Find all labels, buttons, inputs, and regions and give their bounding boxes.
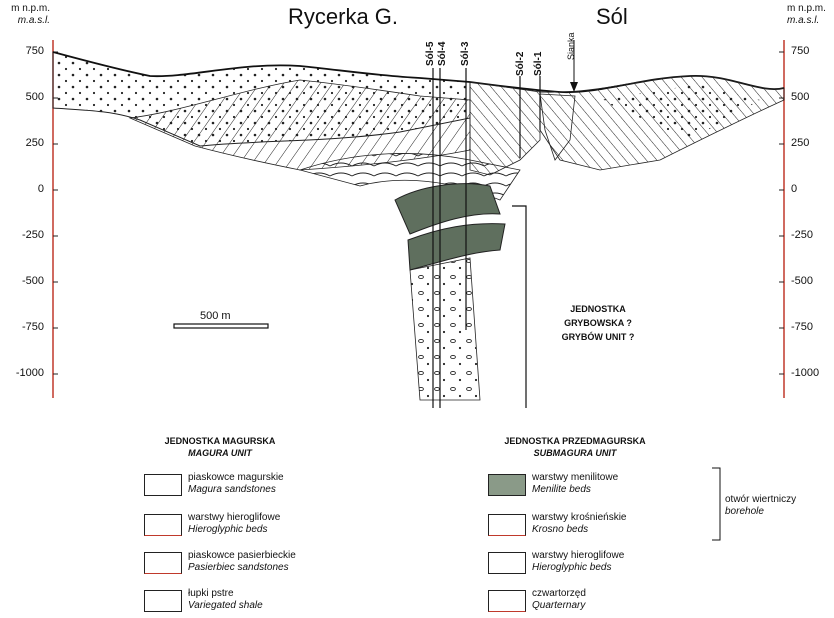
left-tick: 0 bbox=[37, 183, 44, 195]
right-tick: -500 bbox=[791, 275, 814, 287]
left-tick: 500 bbox=[25, 91, 44, 103]
left-tick: -500 bbox=[21, 275, 44, 287]
legend-submagura-subtitle: SUBMAGURA UNIT bbox=[533, 448, 617, 458]
central-wedge bbox=[469, 81, 541, 176]
well-label-sol4: Sól-4 bbox=[437, 41, 448, 66]
legend-magura-subtitle: MAGURA UNIT bbox=[188, 448, 252, 458]
legend-swatch bbox=[488, 590, 526, 612]
right-axis-unit: m n.p.m. m.a.s.l. bbox=[787, 3, 834, 27]
legend-borehole-pl: otwór wiertniczy bbox=[725, 494, 797, 505]
borehole-legend-bracket bbox=[712, 467, 721, 541]
legend-swatch bbox=[144, 514, 182, 536]
legend-swatch bbox=[488, 552, 526, 574]
legend-swatch bbox=[144, 590, 182, 612]
legend-item-pl: warstwy krośnieńskie bbox=[532, 512, 627, 523]
left-unit-pl: m n.p.m. bbox=[11, 3, 50, 14]
well-label-sol2: Sól-2 bbox=[515, 51, 526, 76]
unit-label-line3: GRYBÓW UNIT ? bbox=[561, 332, 635, 342]
deep-column bbox=[409, 257, 481, 401]
quaternary-valley bbox=[539, 93, 576, 161]
well-label-sol5: Sól-5 bbox=[425, 41, 436, 66]
right-tick: -1000 bbox=[791, 367, 820, 379]
legend-submagura-header: JEDNOSTKA PRZEDMAGURSKA SUBMAGURA UNIT bbox=[470, 435, 680, 459]
right-tick: -250 bbox=[791, 229, 814, 241]
legend-magura-header: JEDNOSTKA MAGURSKA MAGURA UNIT bbox=[130, 435, 310, 459]
unit-label-line2: GRYBOWSKA ? bbox=[564, 318, 632, 328]
right-tick: 750 bbox=[791, 45, 810, 57]
place-sol: Sól bbox=[596, 4, 628, 29]
menilite-upper bbox=[394, 183, 501, 235]
right-tick: 250 bbox=[791, 137, 810, 149]
legend-item-en: Variegated shale bbox=[188, 600, 263, 611]
legend-magura-title: JEDNOSTKA MAGURSKA bbox=[164, 436, 276, 446]
right-tick: -750 bbox=[791, 321, 814, 333]
stream-label: Sianka bbox=[566, 32, 576, 60]
left-tick: -250 bbox=[21, 229, 44, 241]
legend-item-pl: łupki pstre bbox=[188, 588, 234, 599]
legend-item-pl: piaskowce pasierbieckie bbox=[188, 550, 296, 561]
legend-item-pl: czwartorzęd bbox=[532, 588, 586, 599]
grybow-unit-label: JEDNOSTKA GRYBOWSKA ? GRYBÓW UNIT ? bbox=[538, 302, 658, 344]
well-label-sol1: Sól-1 bbox=[533, 51, 544, 76]
right-tick: 0 bbox=[791, 183, 798, 195]
legend-item-pl: warstwy hieroglifowe bbox=[188, 512, 281, 523]
left-tick: 250 bbox=[25, 137, 44, 149]
left-unit-en: m.a.s.l. bbox=[17, 15, 50, 26]
place-rycerka: Rycerka G. bbox=[288, 4, 399, 29]
legend-item-pl: warstwy menilitowe bbox=[532, 472, 619, 483]
legend-borehole: otwór wiertniczy borehole bbox=[725, 494, 796, 518]
legend-item-pl: piaskowce magurskie bbox=[188, 472, 284, 483]
legend-item-en: Magura sandstones bbox=[188, 484, 276, 495]
legend-swatch bbox=[144, 552, 182, 574]
right-unit-en: m.a.s.l. bbox=[787, 15, 820, 26]
legend-item-en: Menilite beds bbox=[532, 484, 591, 495]
legend-item-pl: warstwy hieroglifowe bbox=[532, 550, 625, 561]
legend-item-en: Quarternary bbox=[532, 600, 586, 611]
left-tick: -750 bbox=[21, 321, 44, 333]
borehole-bracket bbox=[512, 205, 527, 408]
legend-item-en: Hieroglyphic beds bbox=[188, 524, 268, 535]
right-dots bbox=[600, 84, 760, 140]
right-unit-pl: m n.p.m. bbox=[787, 3, 826, 14]
scale-bar-label: 500 m bbox=[200, 310, 231, 322]
left-axis-unit: m n.p.m. m.a.s.l. bbox=[0, 3, 50, 27]
unit-label-line1: JEDNOSTKA bbox=[570, 304, 626, 314]
legend-submagura-title: JEDNOSTKA PRZEDMAGURSKA bbox=[504, 436, 646, 446]
legend-item-en: Pasierbiec sandstones bbox=[188, 562, 289, 573]
left-tick: 750 bbox=[25, 45, 44, 57]
left-tick: -1000 bbox=[15, 367, 44, 379]
wells-lines bbox=[432, 68, 541, 408]
legend-swatch bbox=[144, 474, 182, 496]
well-label-sol3: Sól-3 bbox=[460, 41, 471, 66]
legend-item-en: Krosno beds bbox=[532, 524, 589, 535]
legend-borehole-en: borehole bbox=[725, 506, 764, 517]
legend-item-en: Hieroglyphic beds bbox=[532, 562, 612, 573]
legend-swatch bbox=[488, 474, 526, 496]
scale-bar-rect bbox=[173, 323, 269, 329]
right-tick: 500 bbox=[791, 91, 810, 103]
legend-swatch bbox=[488, 514, 526, 536]
